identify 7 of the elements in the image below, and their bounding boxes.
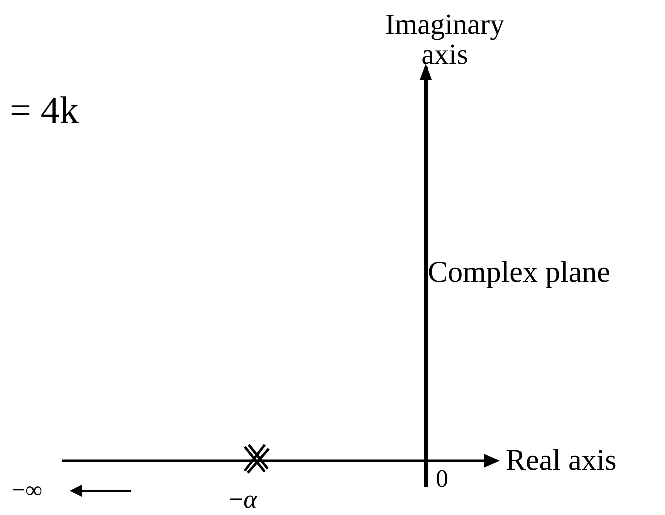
axis-label: Imaginary axis: [384, 10, 506, 71]
infinity-label: −∞: [12, 479, 43, 503]
origin-label: 0: [436, 467, 448, 492]
pole-label: −α: [229, 487, 258, 513]
equation-text: = 4k: [10, 92, 79, 130]
plane-label: Complex plane: [428, 258, 610, 288]
axis-label: Real axis: [506, 446, 617, 476]
